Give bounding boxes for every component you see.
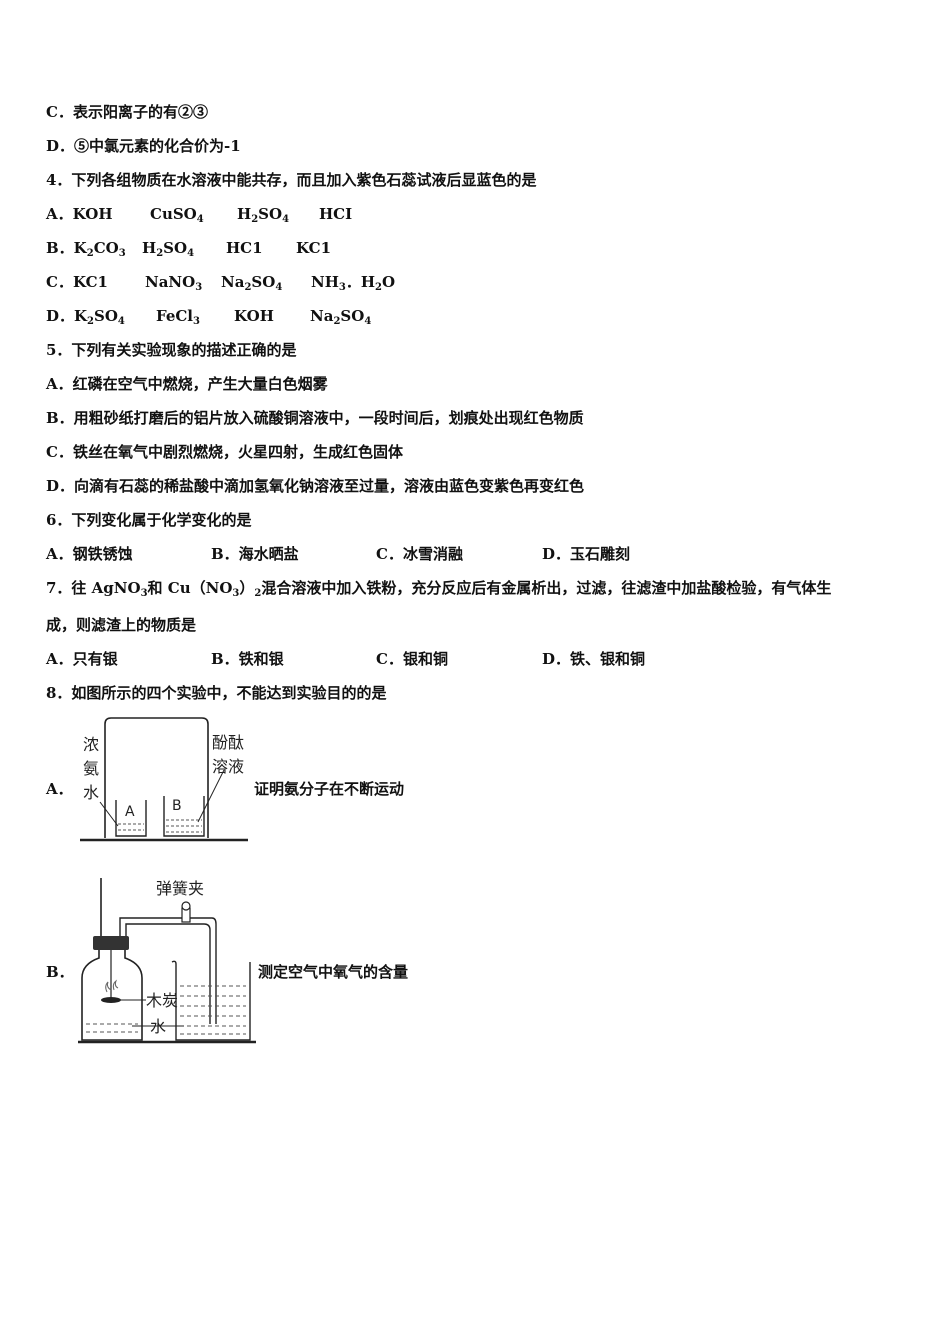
label-spring-clamp: 弹簧夹: [156, 879, 204, 898]
q7-option-b: B．铁和银: [211, 650, 284, 668]
q4-option-d: D．K2SO4 FeCl3 KOH Na2SO4: [46, 306, 371, 327]
q4b-item2: H2SO4: [142, 239, 195, 259]
option-d-line: D．⑤中氯元素的化合价为-1: [46, 137, 241, 155]
label-water-b: 水: [150, 1017, 166, 1036]
q4a-item2: CuSO4: [150, 205, 204, 225]
question-7: 7．往 AgNO3和 Cu（NO3）2混合溶液中加入铁粉，充分反应后有金属析出，…: [46, 579, 832, 599]
question-6: 6．下列变化属于化学变化的是: [46, 511, 252, 529]
q4d-item4: Na2SO4: [310, 307, 372, 327]
option-c-line: C．表示阳离子的有②③: [46, 103, 208, 121]
q7-option-d: D．铁、银和铜: [542, 650, 646, 668]
q5-option-c: C．铁丝在氧气中剧烈燃烧，火星四射，生成红色固体: [46, 443, 403, 461]
q7-option-c: C．银和铜: [376, 650, 448, 668]
q4b-item4: KC1: [296, 239, 332, 257]
question-4: 4．下列各组物质在水溶液中能共存，而且加入紫色石蕊试液后显蓝色的是: [46, 171, 537, 189]
q4c-item2: NaNO3: [145, 273, 203, 293]
q4-option-a: A．KOH CuSO4 H2SO4 HCI: [46, 204, 352, 225]
question-7-continued: 成，则滤渣上的物质是: [46, 616, 197, 634]
q4-option-c: C．KC1 NaNO3 Na2SO4 NH3．H2O: [46, 272, 395, 293]
q4c-item1: C．KC1: [46, 273, 108, 291]
q4a-label: A．KOH: [46, 205, 113, 223]
label-phenolphthalein: 酚酞: [212, 733, 244, 752]
beaker-b-label: B: [172, 798, 182, 814]
q4d-item2: FeCl3: [156, 307, 200, 327]
q8-option-a-caption: 证明氨分子在不断运动: [254, 780, 405, 798]
q4b-item3: HC1: [226, 239, 263, 257]
q5-option-b: B．用粗砂纸打磨后的铝片放入硫酸铜溶液中，一段时间后，划痕处出现红色物质: [46, 409, 584, 427]
q7-option-a: A．只有银: [46, 650, 118, 668]
label-conc: 浓: [83, 735, 99, 754]
q4-option-b: B．K2CO3 H2SO4 HC1 KC1: [46, 238, 331, 259]
q6-option-a: A．钢铁锈蚀: [46, 545, 133, 563]
q4d-item1: D．K2SO4: [46, 307, 125, 327]
label-water: 水: [83, 783, 99, 802]
q6-option-b: B．海水晒盐: [211, 545, 299, 563]
label-ammonia: 氨: [83, 759, 99, 778]
q5-option-a: A．红磷在空气中燃烧，产生大量白色烟雾: [46, 375, 328, 393]
q6-options: A．钢铁锈蚀 B．海水晒盐 C．冰雪消融 D．玉石雕刻: [46, 544, 630, 564]
q4a-item4: HCI: [319, 205, 353, 223]
question-5: 5．下列有关实验现象的描述正确的是: [46, 341, 297, 359]
q4b-item1: B．K2CO3: [46, 239, 126, 259]
label-charcoal: 木炭: [146, 991, 178, 1010]
q8-option-b-label: B．: [46, 963, 74, 981]
ammonia-diffusion-figure: 浓 氨 水 酚酞 溶液 A B: [80, 717, 248, 842]
oxygen-content-figure: 弹簧夹 木炭 水: [78, 878, 256, 1044]
q4c-item3: Na2SO4: [221, 273, 283, 293]
question-8: 8．如图所示的四个实验中，不能达到实验目的的是: [46, 684, 387, 702]
q8-option-b-caption: 测定空气中氧气的含量: [258, 963, 409, 981]
q4d-item3: KOH: [234, 307, 274, 325]
q7-options: A．只有银 B．铁和银 C．银和铜 D．铁、银和铜: [46, 649, 645, 669]
label-solution: 溶液: [212, 757, 244, 776]
q4c-item4: NH3．H2O: [311, 273, 396, 293]
q6-option-c: C．冰雪消融: [376, 545, 463, 563]
q4a-item3: H2SO4: [237, 205, 290, 225]
beaker-a-label: A: [125, 804, 135, 820]
q8-option-a-label: A．: [46, 780, 73, 798]
q5-option-d: D．向滴有石蕊的稀盐酸中滴加氢氧化钠溶液至过量，溶液由蓝色变紫色再变红色: [46, 477, 585, 495]
q6-option-d: D．玉石雕刻: [542, 545, 631, 563]
